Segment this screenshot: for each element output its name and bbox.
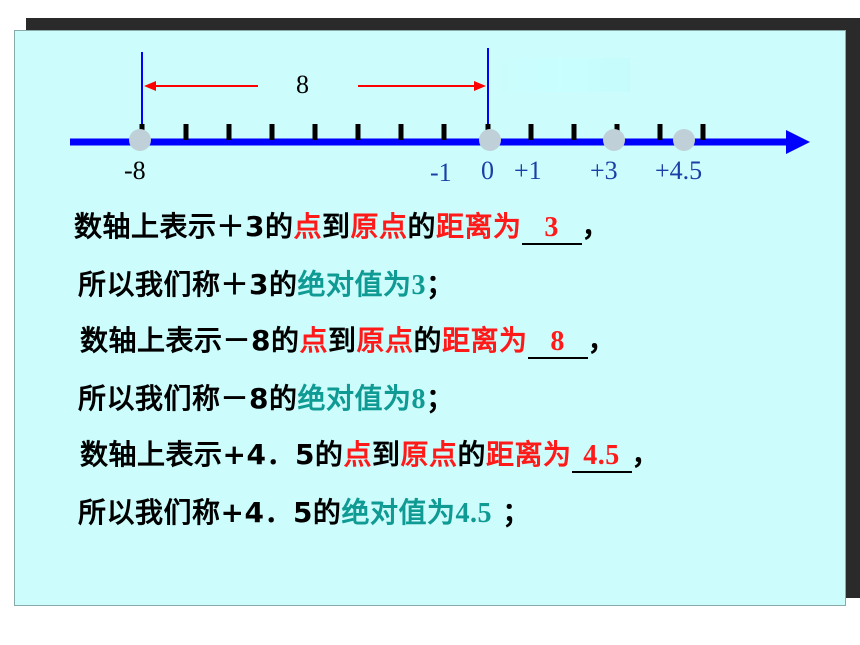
highlight-distance: 距离为	[442, 324, 528, 357]
tick-label-plus-3: +3	[590, 156, 618, 185]
highlight-origin: 原点	[350, 210, 408, 243]
statement-line-4: 所以我们称－8的绝对值为8；	[78, 382, 455, 417]
text: ，	[587, 324, 617, 357]
text: ；	[491, 496, 531, 529]
absolute-value: 4.5	[455, 498, 492, 529]
tick-label-minus-8: -8	[124, 156, 146, 185]
text: 所以我们称－8的	[78, 382, 298, 415]
highlight-point: 点	[299, 324, 328, 357]
highlight-distance: 距离为	[486, 438, 572, 471]
tick-label-minus-1: -1	[430, 158, 452, 187]
text: 所以我们称+4．5的	[78, 496, 342, 529]
text: 到	[322, 210, 351, 243]
text: ，	[581, 210, 611, 243]
distance-arrowhead-left	[144, 81, 156, 91]
answer-blank: 4.5	[571, 441, 632, 473]
point-zero	[479, 129, 501, 151]
point-plus-3	[603, 129, 625, 151]
text: 数轴上表示+4．5的	[80, 438, 344, 471]
answer-blank: 3	[521, 213, 582, 245]
highlight-absolute-value: 绝对值为	[341, 496, 456, 529]
distance-label: 8	[296, 70, 309, 99]
answer-blank: 8	[527, 327, 588, 359]
highlight-point: 点	[343, 438, 372, 471]
text: 到	[328, 324, 357, 357]
text: ；	[426, 382, 455, 415]
highlight-origin: 原点	[356, 324, 414, 357]
highlight-absolute-value: 绝对值为	[297, 268, 412, 301]
absolute-value: 3	[411, 270, 426, 301]
text: 所以我们称＋3的	[78, 268, 298, 301]
statement-line-2: 所以我们称＋3的绝对值为3；	[78, 268, 455, 303]
tick-label-plus-1: +1	[514, 156, 542, 185]
text: ；	[426, 268, 455, 301]
point-minus-8	[129, 129, 151, 151]
tick-marks	[139, 124, 706, 140]
statement-line-6: 所以我们称+4．5的绝对值为4.5 ；	[78, 496, 531, 531]
text: 的	[413, 324, 443, 357]
highlight-origin: 原点	[400, 438, 458, 471]
text: 的	[407, 210, 437, 243]
highlight-distance: 距离为	[436, 210, 522, 243]
highlight-point: 点	[293, 210, 322, 243]
text: 数轴上表示－8的	[80, 324, 300, 357]
tick-label-plus-4-5: +4.5	[655, 156, 703, 185]
highlight-absolute-value: 绝对值为	[297, 382, 412, 415]
axis-arrowhead	[786, 130, 810, 154]
distance-arrowhead-right	[474, 81, 486, 91]
highlight-glow	[490, 58, 630, 92]
tick-label-zero: 0	[481, 156, 494, 185]
text: 数轴上表示＋3的	[74, 210, 294, 243]
text: ，	[631, 438, 661, 471]
slide-panel	[14, 30, 846, 606]
point-plus-4-5	[673, 129, 695, 151]
text: 到	[371, 438, 401, 471]
text: 的	[457, 438, 486, 471]
absolute-value: 8	[411, 384, 426, 415]
